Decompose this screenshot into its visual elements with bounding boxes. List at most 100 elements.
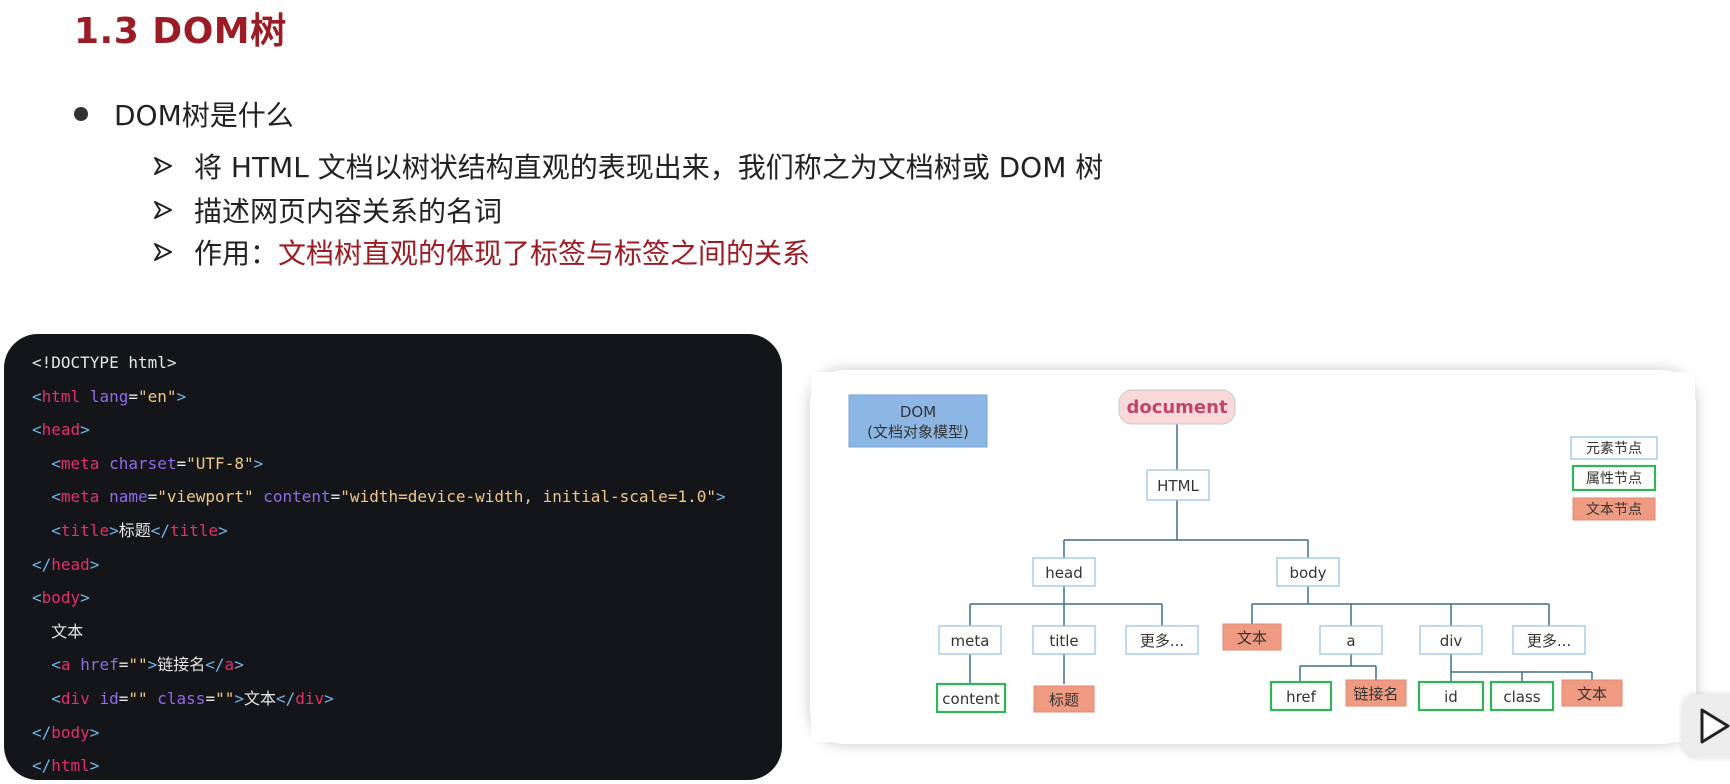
head-label: head	[1045, 564, 1082, 582]
code-tag: head	[51, 554, 90, 574]
node-id	[1417, 680, 1485, 712]
legend-text-swatch	[1572, 497, 1656, 521]
code-attr: content	[263, 487, 331, 507]
code-line: 文本	[32, 615, 782, 649]
code-string: "en"	[137, 386, 177, 406]
code-tag: meta	[60, 453, 100, 473]
play-icon	[1700, 708, 1730, 744]
code-doctype: <!DOCTYPE html>	[32, 353, 177, 372]
id-label: id	[1444, 688, 1458, 706]
legend-attribute-swatch	[1571, 464, 1657, 492]
code-line: <title>标题</title>	[51, 520, 228, 540]
code-string: "viewport"	[157, 487, 254, 507]
code-line: <html lang="en">	[32, 386, 187, 406]
code-tag: html	[51, 756, 90, 776]
code-text: 文本	[243, 688, 276, 708]
code-tag: meta	[60, 487, 100, 507]
tree-connectors	[969, 424, 1593, 684]
code-line: <a href="">链接名</a>	[51, 655, 244, 675]
sub-item-1: 将 HTML 文档以树状结构直观的表现出来，我们称之为文档树或 DOM 树	[152, 146, 1103, 186]
code-line: <body>	[32, 588, 90, 608]
text-label-1: 文本	[1237, 629, 1267, 647]
title-label: title	[1049, 632, 1078, 650]
node-head	[1032, 557, 1096, 587]
node-class	[1489, 680, 1555, 712]
arrow-bullet-icon	[152, 199, 180, 221]
code-attr: href	[80, 655, 119, 675]
node-more-1	[1125, 625, 1199, 655]
sub-item-text: 描述网页内容关系的名词	[194, 195, 503, 228]
text-label-2: 文本	[1577, 685, 1607, 703]
code-attr: id	[99, 688, 119, 708]
node-text-2	[1561, 679, 1623, 707]
code-attr: charset	[109, 453, 177, 473]
code-tag: div	[295, 688, 325, 708]
node-title-text	[1033, 685, 1095, 713]
code-text: 标题	[118, 520, 151, 540]
node-body	[1276, 557, 1340, 587]
document-label: document	[1126, 397, 1228, 418]
code-line: <head>	[32, 420, 90, 440]
play-button[interactable]	[1682, 694, 1730, 758]
href-label: href	[1286, 688, 1317, 706]
code-string: ""	[128, 688, 148, 708]
code-attr: class	[157, 688, 206, 708]
usage-prefix: 作用：	[194, 237, 279, 270]
div-label: div	[1440, 632, 1463, 650]
code-text: 链接名	[157, 655, 206, 675]
code-string: ""	[215, 688, 235, 708]
node-document: document	[1118, 389, 1236, 425]
slide-title: 1.3 DOM树	[74, 11, 287, 52]
node-text-1	[1222, 623, 1282, 651]
code-tag: body	[51, 722, 90, 742]
code-line: </head>	[32, 554, 100, 574]
code-tag: head	[41, 420, 81, 440]
more-label-1: 更多...	[1140, 632, 1184, 650]
code-tag: title	[60, 520, 110, 540]
code-line: <meta charset="UTF-8">	[51, 453, 264, 473]
code-line: <div id="" class="">文本</div>	[51, 688, 334, 708]
sub-item-3: 作用：文档树直观的体现了标签与标签之间的关系	[152, 232, 810, 272]
class-label: class	[1503, 688, 1540, 706]
bullet-text: DOM树是什么	[114, 99, 294, 132]
legend-text-label: 文本节点	[1586, 502, 1642, 518]
node-content	[935, 682, 1007, 714]
node-href	[1269, 680, 1333, 712]
code-line: <meta name="viewport" content="width=dev…	[51, 487, 726, 507]
legend-element-swatch	[1570, 436, 1658, 460]
body-label: body	[1289, 564, 1326, 582]
code-tag: body	[41, 588, 81, 608]
code-string: "UTF-8"	[186, 453, 254, 473]
code-string: ""	[128, 655, 148, 675]
code-tag: div	[60, 688, 90, 708]
code-line: </body>	[32, 722, 100, 742]
legend-element-label: 元素节点	[1586, 441, 1642, 457]
node-a	[1319, 625, 1383, 655]
code-tag: a	[60, 655, 71, 675]
code-string: "width=device-width, initial-scale=1.0"	[340, 487, 716, 507]
node-div	[1419, 625, 1483, 655]
code-tag: html	[41, 386, 81, 406]
content-label: content	[942, 690, 1000, 708]
arrow-bullet-icon	[152, 241, 180, 263]
code-tag: title	[170, 520, 219, 540]
html-label: HTML	[1157, 477, 1199, 495]
code-tag: a	[224, 655, 235, 675]
dom-label-line-1: DOM	[900, 403, 936, 421]
code-line: <!DOCTYPE html>	[32, 346, 782, 380]
bullet-item: DOM树是什么	[74, 94, 294, 134]
sub-item-2: 描述网页内容关系的名词	[152, 190, 502, 230]
node-title	[1032, 625, 1096, 655]
legend-attribute-label: 属性节点	[1586, 471, 1642, 487]
code-attr: lang	[89, 386, 129, 406]
sub-item-text: 将 HTML 文档以树状结构直观的表现出来，我们称之为文档树或 DOM 树	[194, 151, 1104, 184]
node-html	[1146, 469, 1210, 501]
dom-tree-diagram: DOM (文档对象模型) document HTML head body met…	[811, 372, 1695, 742]
dom-label-line-2: (文档对象模型)	[867, 423, 969, 441]
meta-label: meta	[951, 632, 990, 650]
more-label-2: 更多...	[1527, 632, 1571, 650]
node-more-2	[1512, 625, 1586, 655]
title-text-label: 标题	[1049, 691, 1079, 709]
a-label: a	[1346, 632, 1355, 650]
code-line: </html>	[32, 756, 100, 776]
